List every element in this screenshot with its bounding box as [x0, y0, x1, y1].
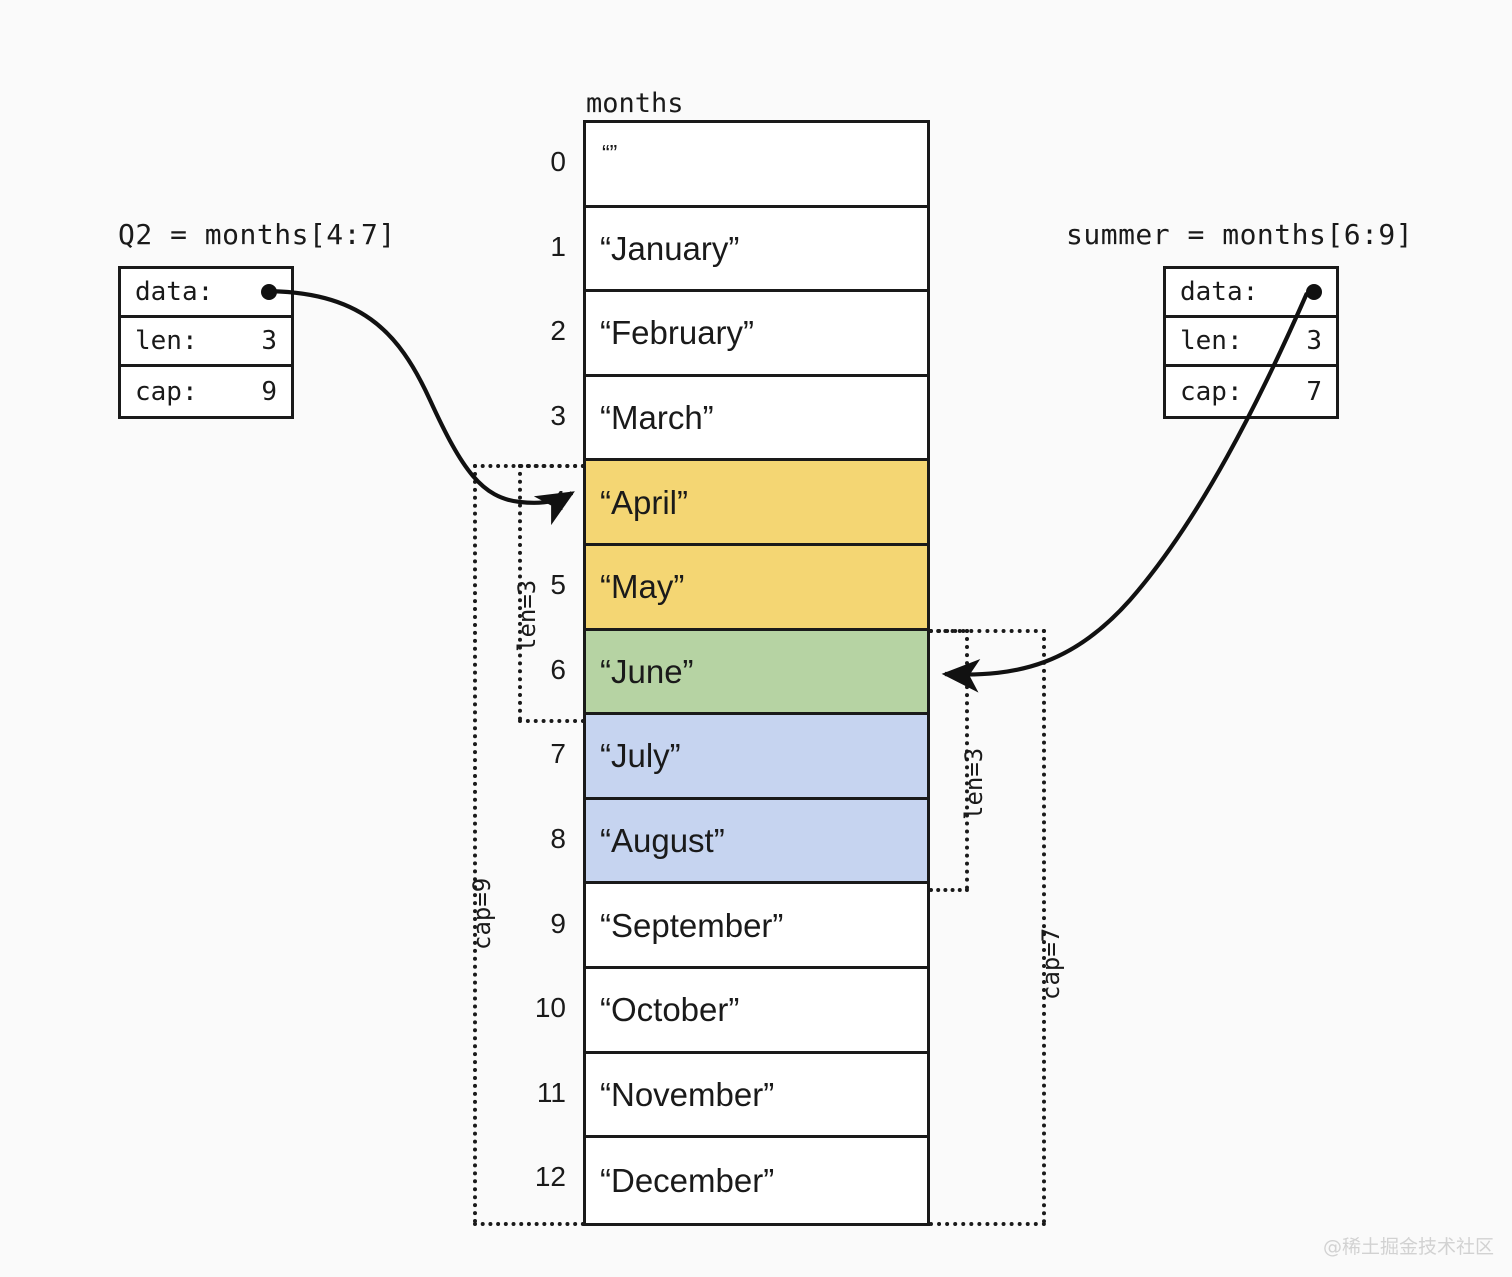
summer-len-bracket-bottom — [929, 888, 969, 892]
array-cell: “July” — [586, 715, 927, 800]
summer-cap-bracket-bottom — [929, 1222, 1046, 1226]
summer-cap-bracket-vertical — [1042, 629, 1046, 1224]
array-cell: “May” — [586, 545, 927, 631]
array-cell-value: “May” — [600, 568, 685, 606]
array-cell: “February” — [586, 292, 927, 377]
array-index: 4 — [550, 484, 566, 516]
q2-cap-row: cap: 9 — [121, 367, 291, 416]
array-index: 5 — [550, 569, 566, 601]
summer-data-key: data: — [1180, 277, 1259, 307]
array-index: 12 — [534, 1161, 566, 1193]
q2-len-bracket-label: len=3 — [513, 579, 541, 652]
q2-len-row: len: 3 — [121, 318, 291, 367]
array-index: 6 — [550, 653, 566, 685]
q2-len-key: len: — [135, 326, 198, 356]
q2-data-key: data: — [135, 277, 214, 307]
array-cell: “August” — [586, 799, 927, 885]
summer-slice-struct: data: len: 3 cap: 7 — [1163, 266, 1339, 419]
array-cell-value: “March” — [600, 399, 714, 437]
array-cell-value: “April” — [600, 483, 688, 521]
q2-cap-key: cap: — [135, 376, 198, 407]
array-cell-value: “January” — [600, 229, 740, 267]
summer-cap-bracket-top — [929, 629, 1046, 633]
q2-slice-struct: data: len: 3 cap: 9 — [118, 266, 294, 419]
summer-data-row: data: — [1166, 269, 1336, 318]
array-cell-value: “July” — [600, 737, 681, 775]
array-index: 7 — [550, 738, 566, 770]
array-index: 10 — [534, 992, 566, 1024]
array-cell-value: “December” — [600, 1161, 775, 1199]
array-cell: “April” — [586, 461, 927, 546]
q2-cap-value: 9 — [261, 376, 277, 407]
array-cell: “March” — [586, 376, 927, 462]
array-index: 11 — [536, 1076, 566, 1108]
q2-data-row: data: — [121, 269, 291, 318]
array-index: 0 — [550, 146, 566, 178]
summer-len-bracket-vertical — [965, 629, 969, 890]
array-cell-value: “October” — [600, 991, 740, 1029]
summer-len-bracket-label: len=3 — [960, 747, 988, 820]
summer-cap-key: cap: — [1180, 376, 1243, 407]
array-cell: “” — [586, 123, 927, 208]
array-index: 1 — [550, 230, 566, 262]
array-index: 8 — [550, 823, 566, 855]
array-cell: “January” — [586, 207, 927, 293]
summer-data-pointer-dot — [1306, 284, 1322, 300]
months-array-table: “” “January” “February” “March” “April” … — [583, 120, 930, 1226]
array-cell: “December” — [586, 1138, 927, 1223]
summer-cap-bracket-label: cap=7 — [1037, 927, 1065, 1000]
array-cell: “September” — [586, 884, 927, 969]
array-cell-value: “September” — [600, 906, 784, 944]
array-index-column: 0 1 2 3 4 5 6 7 8 9 10 11 12 — [500, 120, 566, 1220]
q2-len-bracket-top — [518, 464, 585, 468]
array-index: 3 — [550, 400, 566, 432]
summer-slice-title: summer = months[6:9] — [1066, 218, 1414, 251]
array-cell-value: “November” — [600, 1075, 775, 1113]
q2-len-value: 3 — [261, 326, 277, 356]
watermark: @稀土掘金技术社区 — [1322, 1236, 1494, 1258]
q2-cap-bracket-bottom — [473, 1222, 585, 1226]
array-cell-value: “February” — [600, 314, 755, 352]
summer-len-row: len: 3 — [1166, 318, 1336, 367]
summer-cap-row: cap: 7 — [1166, 367, 1336, 416]
q2-len-bracket-bottom — [518, 719, 585, 723]
summer-len-value: 3 — [1306, 326, 1322, 356]
q2-cap-bracket-vertical — [473, 464, 477, 1224]
q2-len-bracket-vertical — [518, 464, 522, 721]
array-cell: “October” — [586, 968, 927, 1054]
q2-slice-title: Q2 = months[4:7] — [118, 218, 396, 251]
summer-len-key: len: — [1180, 326, 1243, 356]
array-cell: “November” — [586, 1053, 927, 1139]
array-index: 9 — [550, 907, 566, 939]
array-cell-value: “” — [602, 140, 618, 167]
array-index: 2 — [550, 315, 566, 347]
months-array-caption: months — [586, 88, 684, 119]
array-cell: “June” — [586, 630, 927, 716]
q2-data-pointer-dot — [261, 284, 277, 300]
array-cell-value: “August” — [600, 822, 725, 860]
summer-cap-value: 7 — [1306, 376, 1322, 407]
q2-cap-bracket-label: cap=9 — [468, 877, 496, 950]
array-cell-value: “June” — [600, 652, 694, 690]
